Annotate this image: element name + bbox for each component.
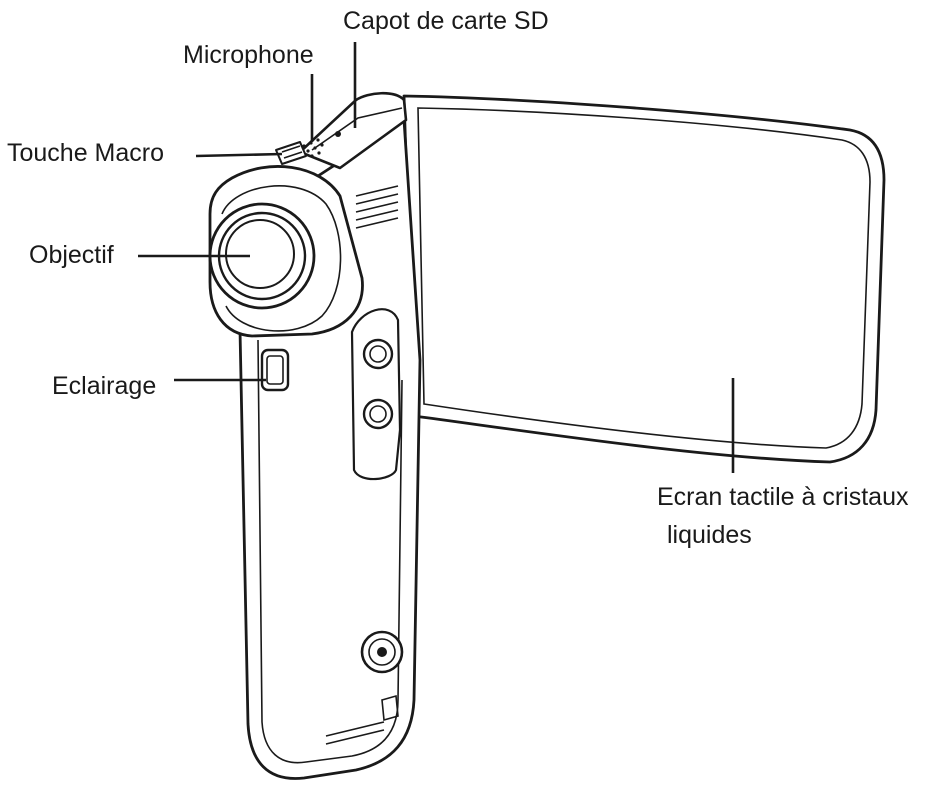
callout-microphone: Microphone bbox=[183, 41, 314, 142]
label-light: Eclairage bbox=[52, 372, 156, 400]
label-sd-card-cover: Capot de carte SD bbox=[343, 7, 549, 35]
camcorder-body bbox=[208, 91, 422, 780]
label-lens: Objectif bbox=[29, 241, 114, 269]
callout-lcd-screen: Ecran tactile à cristaux liquides bbox=[657, 378, 909, 549]
label-lcd-line2: liquides bbox=[667, 521, 752, 549]
label-lcd-line1: Ecran tactile à cristaux bbox=[657, 483, 909, 511]
callout-sd-card-cover: Capot de carte SD bbox=[343, 7, 549, 128]
callout-macro-switch: Touche Macro bbox=[7, 139, 283, 167]
microphone-holes bbox=[302, 138, 324, 158]
callout-lens: Objectif bbox=[29, 241, 250, 269]
speaker-grille bbox=[355, 185, 399, 229]
label-microphone: Microphone bbox=[183, 41, 314, 69]
callout-light: Eclairage bbox=[52, 372, 266, 400]
lcd-screen bbox=[383, 94, 886, 464]
label-macro-switch: Touche Macro bbox=[7, 139, 164, 167]
